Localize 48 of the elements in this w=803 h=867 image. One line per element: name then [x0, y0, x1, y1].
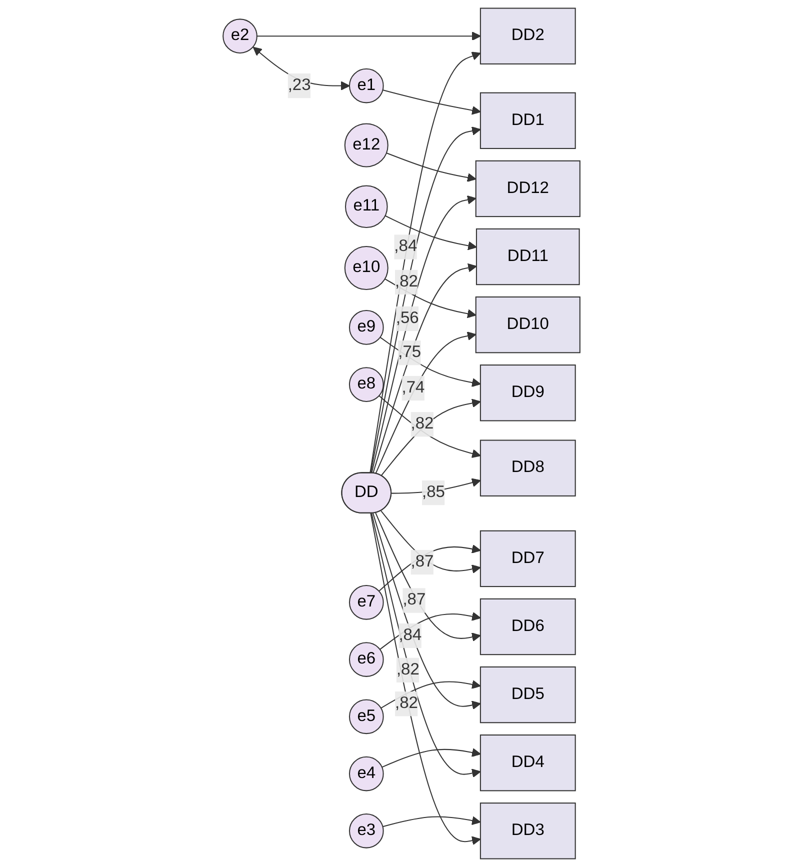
edge-label: ,84 [394, 238, 418, 256]
edge-label: ,82 [395, 272, 418, 290]
arrow [382, 816, 481, 828]
node-circle: e6 [348, 642, 384, 677]
edge-label: ,82 [410, 415, 434, 433]
edge-label: ,23 [288, 76, 311, 94]
edge-label: ,84 [398, 626, 422, 644]
node-circle: e5 [348, 699, 384, 734]
edge-label: ,74 [402, 378, 425, 397]
arrow [256, 32, 481, 41]
node-box: DD5 [480, 666, 576, 724]
node-box: DD11 [476, 228, 580, 286]
node-box: DD2 [480, 8, 576, 64]
node-box: DD3 [480, 802, 576, 860]
arrow [375, 512, 481, 642]
node-circle: e10 [344, 246, 388, 290]
edge-label: ,56 [396, 309, 419, 327]
arrow [386, 152, 476, 182]
node-circle: e8 [348, 367, 384, 402]
arrow [370, 52, 481, 474]
edge-label: ,87 [402, 591, 426, 609]
node-circle: e9 [348, 310, 384, 345]
node-box: DD12 [475, 160, 580, 218]
arrow [380, 398, 481, 476]
node-circle: e1 [348, 68, 384, 104]
arrow [384, 215, 477, 250]
node-circle: e4 [348, 756, 384, 792]
node-box: DD10 [475, 296, 580, 354]
node-box: DD8 [480, 440, 576, 496]
node-circle: e2 [222, 18, 258, 54]
node-circle: e3 [348, 813, 384, 848]
edge-label: ,87 [410, 552, 434, 570]
arrow [382, 90, 481, 115]
node-circle: e12 [344, 123, 388, 168]
node-circle: e11 [344, 185, 388, 228]
arrow [370, 126, 481, 474]
node-box: DD7 [480, 530, 576, 588]
edge-label: ,75 [398, 344, 422, 362]
arrow [382, 748, 481, 768]
node-box: DD4 [480, 734, 576, 792]
node-box: DD6 [480, 598, 576, 656]
edge-label: ,82 [396, 660, 420, 678]
node-circle: e7 [348, 584, 384, 620]
node-box: DD9 [480, 364, 576, 422]
edge-label: ,85 [422, 484, 445, 502]
arrow [375, 332, 476, 474]
edge-label: ,82 [395, 694, 418, 712]
node-box: DD1 [480, 92, 576, 149]
